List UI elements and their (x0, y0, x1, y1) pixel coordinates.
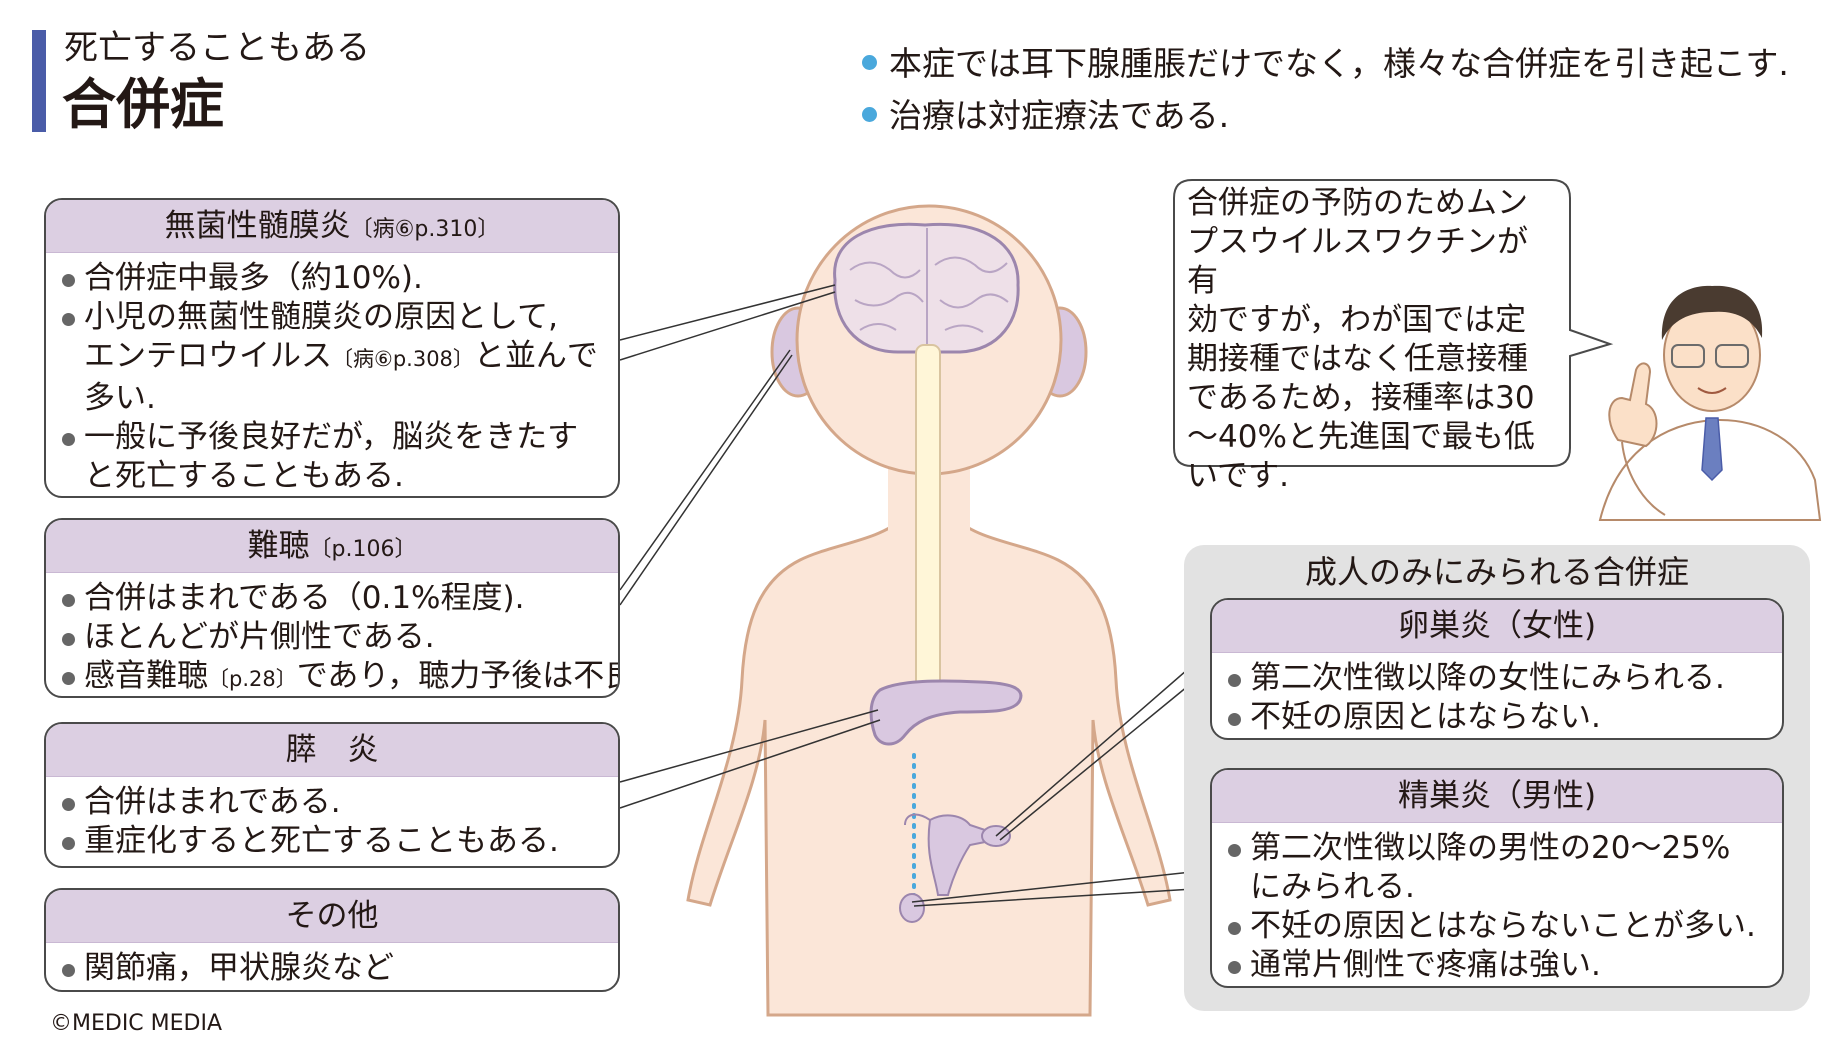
page-reference: 〔p.106〕 (309, 537, 417, 562)
box-header: 膵 炎 (46, 724, 618, 777)
list-item: 一般に予後良好だが，脳炎をきたす と死亡することもある. (60, 418, 604, 496)
speech-line: 合併症の予防のためムン (1187, 185, 1528, 221)
doctor-glasses-left (1671, 344, 1705, 368)
summary-text: 本症では耳下腺腫脹だけでなく，様々な合併症を引き起こす. (889, 44, 1789, 83)
list-item-text: 小児の無菌性髄膜炎の原因として, (84, 299, 558, 335)
list-item-text: エンテロウイルス (84, 338, 332, 374)
summary-text: 治療は対症療法である. (889, 96, 1230, 135)
speech-line: であるため，接種率は30 (1187, 380, 1535, 416)
list-item: 不妊の原因とはならない. (1226, 698, 1768, 737)
list-item: 小児の無菌性髄膜炎の原因として, エンテロウイルス〔病⑥p.308〕と並んで 多… (60, 298, 604, 418)
fallopian-tube (904, 813, 931, 826)
box-title: 無菌性髄膜炎 (164, 208, 351, 244)
list-item: 合併はまれである（0.1%程度). (60, 579, 604, 618)
speech-line: プスウイルスワクチンが有 (1187, 224, 1528, 299)
leader-lines (619, 284, 1211, 907)
list-item-text: 一般に予後良好だが，脳炎をきたす (84, 419, 579, 455)
page-reference: 〔p.28〕 (208, 667, 297, 691)
doctor-hand (1608, 362, 1658, 448)
bullet-list: 第二次性徴以降の女性にみられる. 不妊の原因とはならない. (1212, 653, 1782, 737)
summary-item: 本症では耳下腺腫脹だけでなく，様々な合併症を引き起こす. (862, 42, 1789, 86)
leader-testis (911, 869, 1211, 907)
box-title: 卵巣炎（女性) (1397, 608, 1597, 644)
list-item-text: と並んで (473, 338, 598, 374)
list-item-text: にみられる. (1250, 869, 1415, 905)
list-item: 合併はまれである. (60, 783, 604, 822)
spinal-cord (915, 344, 941, 691)
bullet-list: 合併はまれである. 重症化すると死亡することもある. (46, 777, 618, 861)
adult-only-panel-title: 成人のみにみられる合併症 (1304, 553, 1689, 591)
list-item: 不妊の原因とはならないことが多い. (1226, 907, 1768, 946)
bullet-list: 第二次性徴以降の男性の20～25% にみられる. 不妊の原因とはならないことが多… (1212, 823, 1782, 985)
box-title: 膵 炎 (285, 732, 379, 768)
doctor-glasses-right (1715, 344, 1749, 368)
list-item-text: 感音難聴 (84, 658, 208, 694)
box-header: 精巣炎（男性) (1212, 770, 1782, 823)
summary-item: 治療は対症療法である. (862, 94, 1229, 138)
bullet-list: 関節痛，甲状腺炎など (46, 943, 618, 988)
speech-line: ～40%と先進国で最も低 (1187, 419, 1535, 455)
page-reference: 〔病⑥p.308〕 (332, 347, 474, 371)
section-title: 合併症 (62, 73, 224, 136)
leader-brain (619, 284, 836, 361)
doctor-mouth (1697, 387, 1727, 394)
box-header: 卵巣炎（女性) (1212, 600, 1782, 653)
list-item: 重症化すると死亡することもある. (60, 822, 604, 861)
pancreas (869, 679, 1023, 746)
bullet-list: 合併はまれである（0.1%程度). ほとんどが片側性である. 感音難聴〔p.28… (46, 573, 618, 696)
bullet-dot-icon (862, 55, 877, 70)
speech-line: いです. (1187, 458, 1289, 494)
uterus (927, 814, 986, 896)
bullet-list: 合併症中最多（約10%). 小児の無菌性髄膜炎の原因として, エンテロウイルス〔… (46, 253, 618, 496)
page-reference: 〔病⑥p.310〕 (350, 217, 500, 242)
box-title: 精巣炎（男性) (1397, 778, 1597, 814)
leader-ear (619, 349, 793, 606)
list-item: 第二次性徴以降の男性の20～25% にみられる. (1226, 829, 1768, 907)
doctor-tie (1701, 417, 1723, 482)
doctor-arm (1621, 441, 1666, 516)
box-header: その他 (46, 890, 618, 943)
header-accent-bar (32, 30, 46, 132)
doctor-speech-text: 合併症の予防のためムン プスウイルスワクチンが有 効ですが，わが国では定 期接種… (1187, 184, 1557, 496)
box-header: 難聴〔p.106〕 (46, 520, 618, 573)
list-item: 第二次性徴以降の女性にみられる. (1226, 659, 1768, 698)
copyright-notice: ©MEDIC MEDIA (50, 1011, 223, 1036)
aseptic-meningitis-box: 無菌性髄膜炎〔病⑥p.310〕 合併症中最多（約10%). 小児の無菌性髄膜炎の… (44, 198, 620, 498)
orchitis-box: 精巣炎（男性) 第二次性徴以降の男性の20～25% にみられる. 不妊の原因とは… (1210, 768, 1784, 988)
pancreatitis-box: 膵 炎 合併はまれである. 重症化すると死亡することもある. (44, 722, 620, 868)
leader-pancreas (619, 709, 881, 809)
list-item-text: 第二次性徴以降の男性の20～25% (1250, 830, 1731, 866)
doctor-illustration (1598, 285, 1822, 521)
section-subtitle: 死亡することもある (64, 28, 370, 68)
list-item: 感音難聴〔p.28〕であり，聴力予後は不良. (60, 657, 618, 696)
body-silhouette (686, 518, 1172, 1017)
list-item-text: であり，聴力予後は不良. (296, 658, 620, 694)
list-item-text: 多い. (84, 380, 156, 416)
box-title: 難聴 (247, 528, 310, 564)
speech-line: 期接種ではなく任意接種 (1187, 341, 1528, 377)
box-header: 無菌性髄膜炎〔病⑥p.310〕 (46, 200, 618, 253)
speech-bubble (1173, 179, 1614, 467)
list-item: ほとんどが片側性である. (60, 618, 604, 657)
deafness-box: 難聴〔p.106〕 合併はまれである（0.1%程度). ほとんどが片側性である.… (44, 518, 620, 698)
testis (899, 893, 925, 923)
bullet-dot-icon (862, 107, 877, 122)
other-complications-box: その他 関節痛，甲状腺炎など (44, 888, 620, 992)
brain-folds (849, 228, 1009, 350)
box-title: その他 (285, 898, 379, 934)
list-item: 通常片側性で疼痛は強い. (1226, 946, 1768, 985)
oophoritis-box: 卵巣炎（女性) 第二次性徴以降の女性にみられる. 不妊の原因とはならない. (1210, 598, 1784, 740)
list-item: 合併症中最多（約10%). (60, 259, 604, 298)
leader-ovary (995, 649, 1211, 841)
list-item-text: と死亡することもある. (84, 458, 404, 494)
doctor-hair (1661, 285, 1763, 340)
list-item: 関節痛，甲状腺炎など (60, 949, 604, 988)
speech-line: 効ですが，わが国では定 (1187, 302, 1527, 338)
